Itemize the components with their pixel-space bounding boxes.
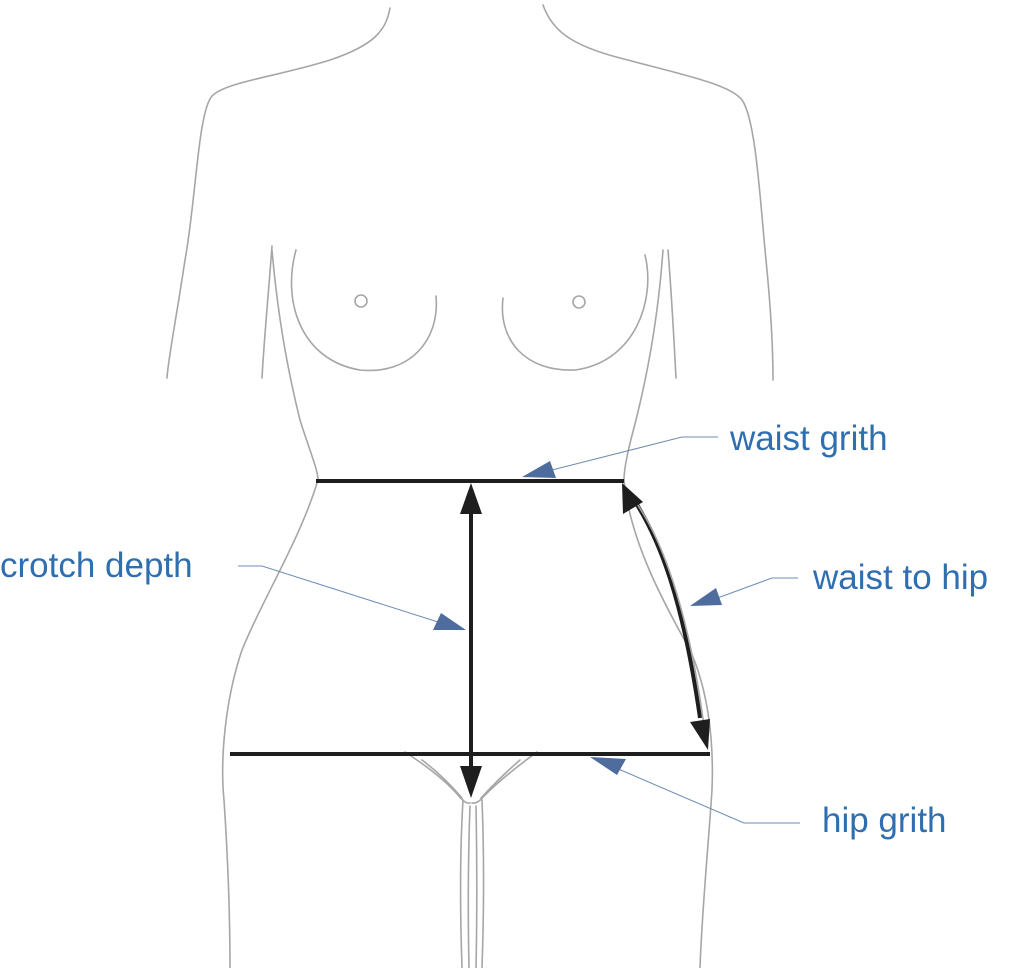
hip-girth-pointer: [590, 757, 626, 775]
waist-to-hip-line: [632, 498, 702, 719]
right-nipple: [572, 295, 586, 309]
annotation-leaders: [238, 436, 800, 824]
measurement-lines: [230, 479, 710, 798]
crotch-left: [404, 751, 471, 804]
waist-to-hip-pointer: [690, 588, 722, 606]
left-upper-arm-inner: [261, 245, 273, 379]
left-neck-shoulder: [166, 7, 391, 379]
waist-to-hip-curve-shadow: [627, 491, 707, 743]
body-outline: [166, 4, 774, 968]
crotch-depth-leader: [238, 565, 439, 623]
inner-leg-left-2: [467, 805, 471, 968]
crotch-right: [471, 751, 538, 804]
left-breast: [290, 249, 438, 372]
waist-to-hip-leader: [711, 577, 798, 601]
crotch-inner-right: [480, 759, 521, 799]
right-upper-arm-inner: [667, 249, 677, 379]
crotch-inner-left: [421, 759, 463, 799]
right-hip-leg: [623, 479, 714, 968]
right-torso-side: [623, 249, 664, 481]
hip-girth-label: hip grith: [822, 801, 947, 840]
left-hip-leg: [221, 479, 319, 968]
waist-to-hip-arrow-top: [622, 483, 643, 514]
inner-leg-right-2: [475, 805, 478, 968]
right-neck-shoulder: [542, 4, 774, 381]
waist-to-hip-arrow-bottom: [690, 719, 710, 750]
hip-girth-leader: [615, 767, 800, 824]
annotation-labels: waist grith crotch depth waist to hip hi…: [0, 419, 988, 840]
waist-girth-label: waist grith: [729, 419, 888, 458]
crotch-depth-arrow-top: [460, 483, 482, 514]
left-nipple: [354, 294, 368, 308]
inner-leg-left: [459, 799, 464, 968]
waist-to-hip-label: waist to hip: [812, 558, 988, 597]
crotch-depth-label: crotch depth: [0, 546, 193, 585]
left-torso-side: [271, 249, 319, 481]
crotch-depth-arrow-bottom: [460, 766, 482, 798]
waist-girth-leader: [547, 436, 718, 472]
right-breast: [501, 254, 649, 371]
crotch-depth-pointer: [433, 613, 466, 630]
inner-leg-right: [481, 799, 485, 968]
waist-girth-pointer: [522, 461, 556, 478]
